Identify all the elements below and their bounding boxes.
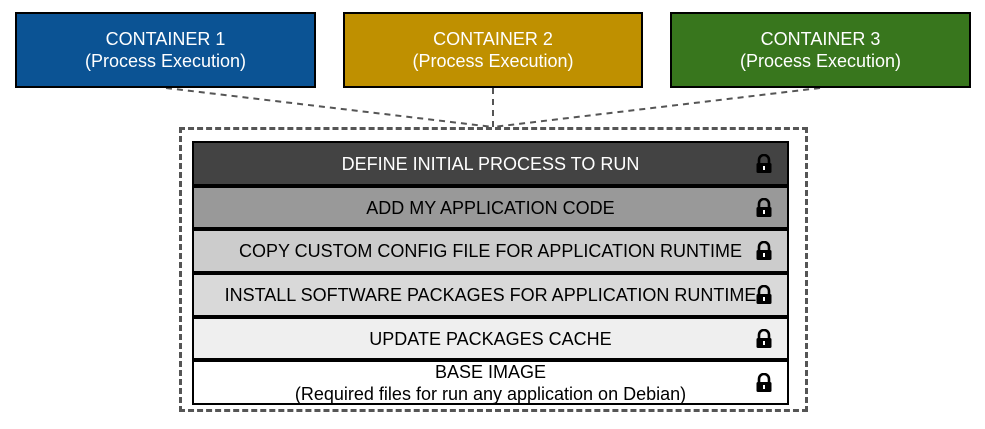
container-1-box: CONTAINER 1 (Process Execution) — [15, 12, 316, 88]
layer-label: BASE IMAGE — [434, 361, 547, 382]
layer-sublabel: (Required files for run any application … — [294, 383, 687, 404]
lock-icon — [756, 372, 772, 392]
connector-container-1 — [165, 87, 494, 128]
container-2-title: CONTAINER 2 — [433, 29, 553, 49]
image-frame — [179, 127, 808, 412]
container-3-title: CONTAINER 3 — [760, 29, 881, 49]
layer-add-application-code: ADD MY APPLICATION CODE — [192, 186, 789, 229]
layer-copy-config-file: COPY CUSTOM CONFIG FILE FOR APPLICATION … — [192, 229, 789, 273]
layer-base-image: BASE IMAGE (Required files for run any a… — [192, 360, 789, 405]
layer-label: ADD MY APPLICATION CODE — [366, 197, 615, 218]
container-1-title: CONTAINER 1 — [105, 29, 226, 49]
lock-icon — [756, 241, 772, 260]
connector-container-3 — [492, 87, 821, 128]
container-3-box: CONTAINER 3 (Process Execution) — [670, 12, 971, 88]
layer-install-software-packages: INSTALL SOFTWARE PACKAGES FOR APPLICATIO… — [192, 273, 789, 317]
lock-icon — [756, 153, 772, 173]
lock-icon — [756, 328, 772, 348]
layer-define-initial-process: DEFINE INITIAL PROCESS TO RUN — [192, 141, 789, 186]
layer-label: INSTALL SOFTWARE PACKAGES FOR APPLICATIO… — [224, 285, 757, 305]
layer-label: DEFINE INITIAL PROCESS TO RUN — [341, 153, 640, 174]
layer-label: UPDATE PACKAGES CACHE — [369, 328, 612, 349]
container-2-subtitle: (Process Execution) — [412, 51, 574, 71]
container-3-subtitle: (Process Execution) — [739, 51, 902, 71]
container-2-box: CONTAINER 2 (Process Execution) — [343, 12, 643, 88]
layer-update-packages-cache: UPDATE PACKAGES CACHE — [192, 317, 789, 360]
lock-icon — [756, 285, 772, 304]
layer-label: COPY CUSTOM CONFIG FILE FOR APPLICATION … — [238, 241, 743, 261]
container-1-subtitle: (Process Execution) — [84, 51, 247, 71]
lock-icon — [756, 197, 772, 217]
